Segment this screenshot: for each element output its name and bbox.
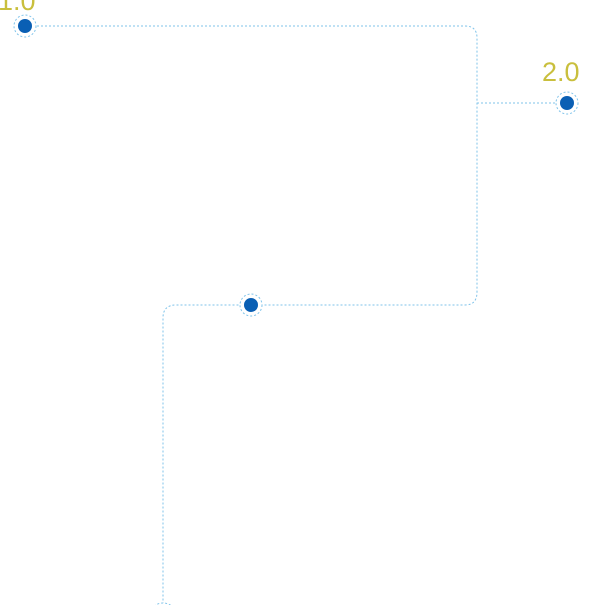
connector-path-main xyxy=(25,25,478,605)
milestone-node-3[interactable] xyxy=(239,293,263,317)
milestone-label-2: 2.0 xyxy=(542,57,580,87)
milestone-node-2[interactable] xyxy=(555,91,579,115)
milestone-node-1[interactable] xyxy=(13,14,37,38)
milestone-label-1: 1.0 xyxy=(0,0,36,16)
